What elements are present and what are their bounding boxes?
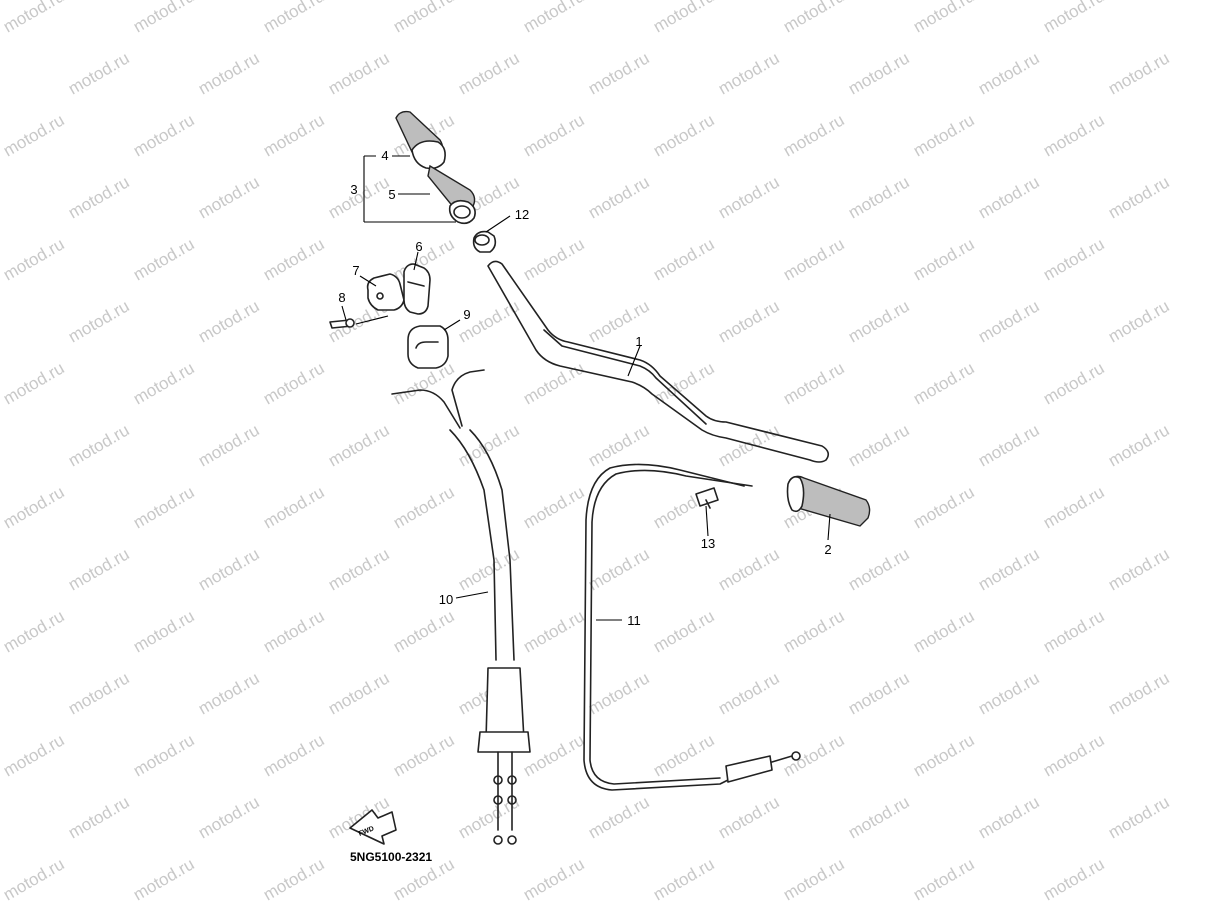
- callout-4: 4: [381, 148, 388, 163]
- callout-2: 2: [824, 542, 831, 557]
- clutch-cable: [583, 463, 801, 791]
- callout-3: 3: [350, 182, 357, 197]
- collar: [472, 230, 497, 253]
- left-grip: [786, 475, 871, 527]
- callout-6: 6: [415, 239, 422, 254]
- callout-10: 10: [439, 592, 453, 607]
- throttle-grip-assembly: [395, 110, 476, 225]
- callout-5: 5: [388, 187, 395, 202]
- throttle-cable: [391, 369, 531, 845]
- leader-lines: [341, 155, 831, 621]
- callout-9: 9: [463, 307, 470, 322]
- callout-13: 13: [701, 536, 715, 551]
- handlebar: [487, 260, 830, 463]
- switch-holder-parts: [329, 263, 449, 369]
- cable-adjuster: [695, 487, 719, 509]
- callout-12: 12: [515, 207, 529, 222]
- callout-7: 7: [352, 263, 359, 278]
- forward-arrow-icon: FWD: [349, 809, 397, 845]
- diagram-code: 5NG5100-2321: [350, 850, 432, 864]
- callout-11: 11: [627, 613, 641, 628]
- callout-8: 8: [338, 290, 345, 305]
- callout-1: 1: [635, 334, 642, 349]
